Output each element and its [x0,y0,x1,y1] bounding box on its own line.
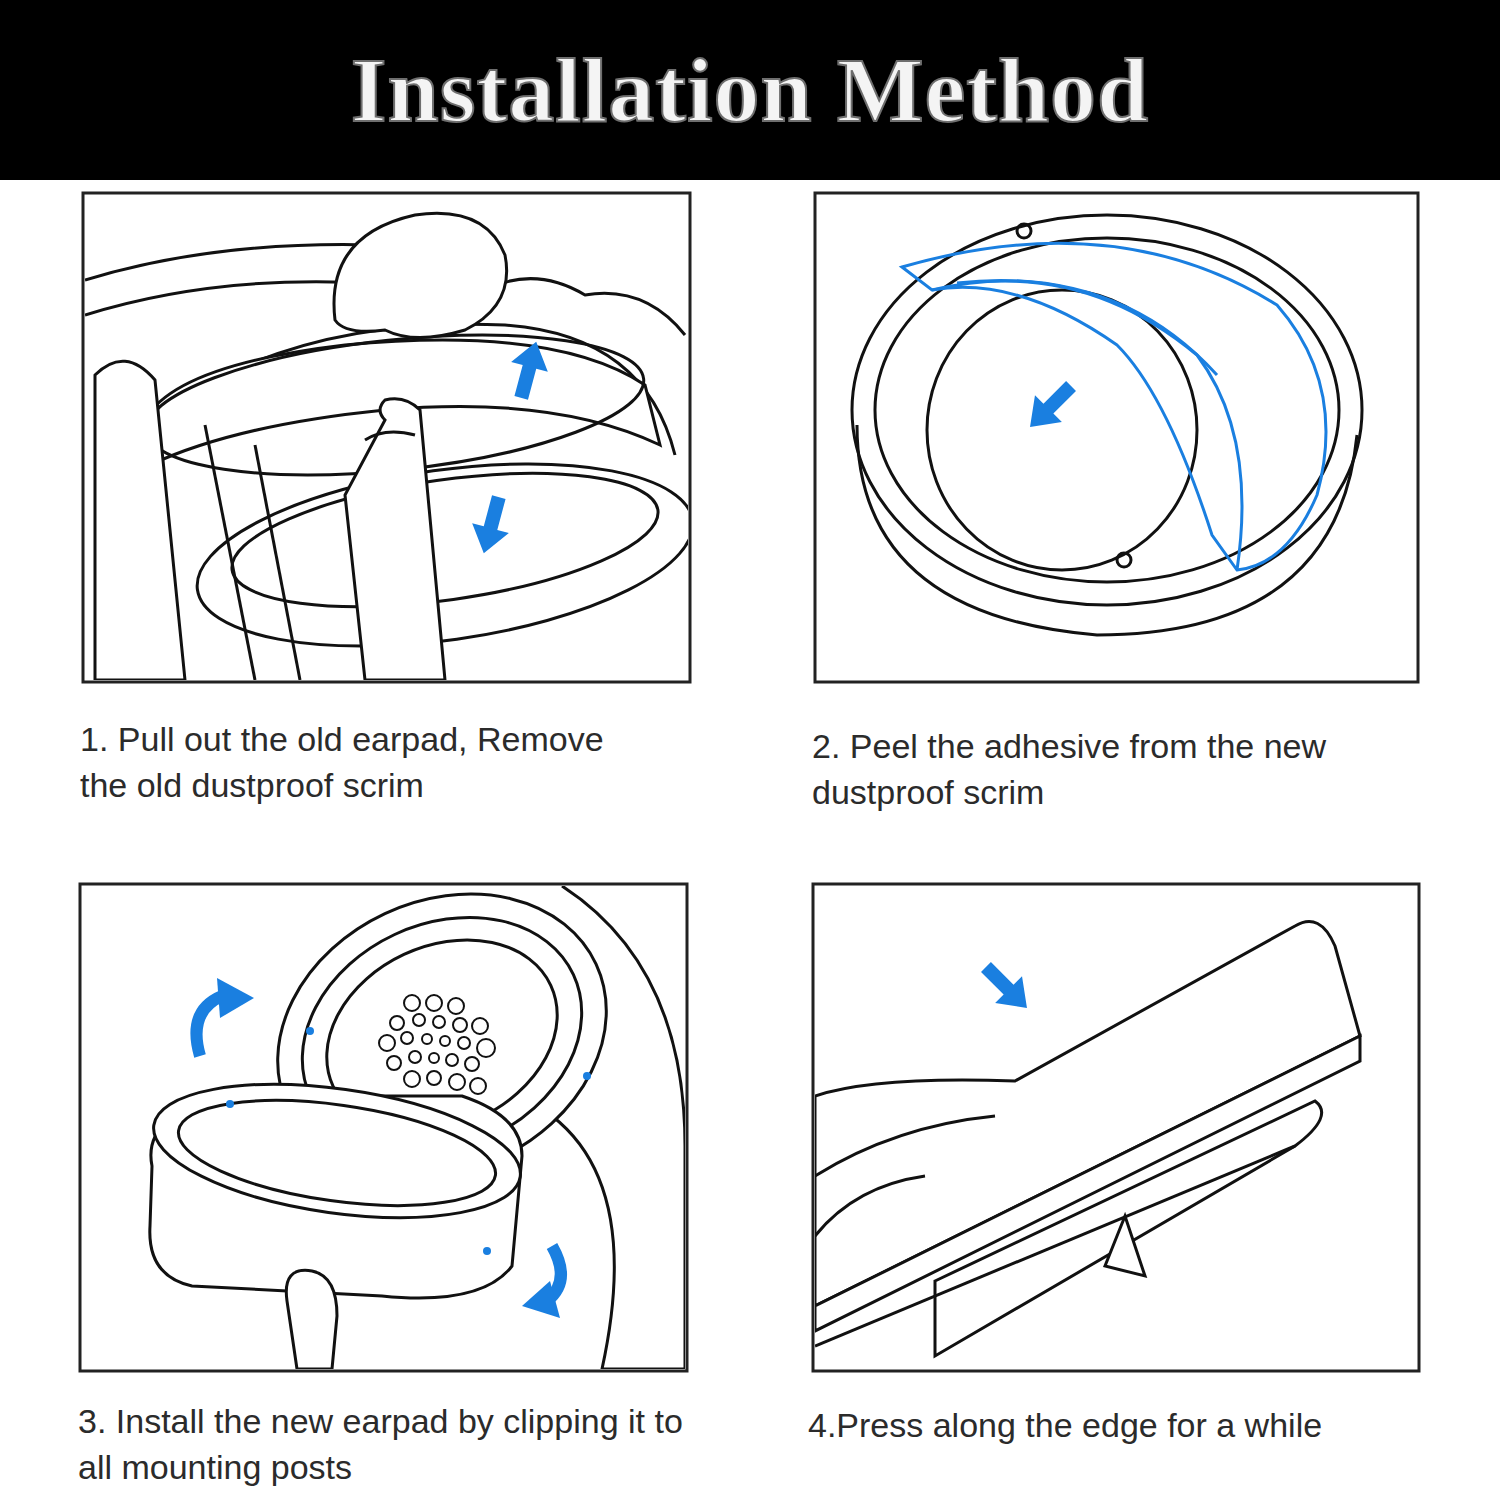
hand-outline [95,213,507,680]
clip-earpad-figure [145,842,685,1369]
panel-frame [83,193,690,682]
press-arrow [1017,373,1085,441]
press-arrow [973,954,1041,1022]
panel-frame [813,884,1419,1371]
speaker-holes [379,995,495,1094]
press-edge-figure [815,922,1360,1357]
panel-frame [815,193,1418,682]
step-caption: 1. Pull out the old earpad, Remove the o… [80,716,625,808]
new-earpad [145,1064,529,1369]
up-arrow [503,337,555,403]
rotate-arrowheads [217,978,560,1318]
earcup-outline [852,215,1362,635]
scrim-sheet [902,243,1326,570]
step-caption: 4.Press along the edge for a while [808,1402,1428,1448]
rotate-arrows [196,996,560,1301]
title-area: Installation Method [0,0,1500,180]
earpad-outline [815,922,1360,1357]
mounting-post-dots [226,1027,591,1255]
step-caption: 3. Install the new earpad by clipping it… [78,1398,698,1490]
pull-earpad-figure [85,213,704,680]
peel-scrim-figure [852,215,1362,635]
step-caption: 2. Peel the adhesive from the new dustpr… [812,723,1412,815]
page-title: Installation Method [351,37,1150,143]
down-arrow [465,492,517,558]
